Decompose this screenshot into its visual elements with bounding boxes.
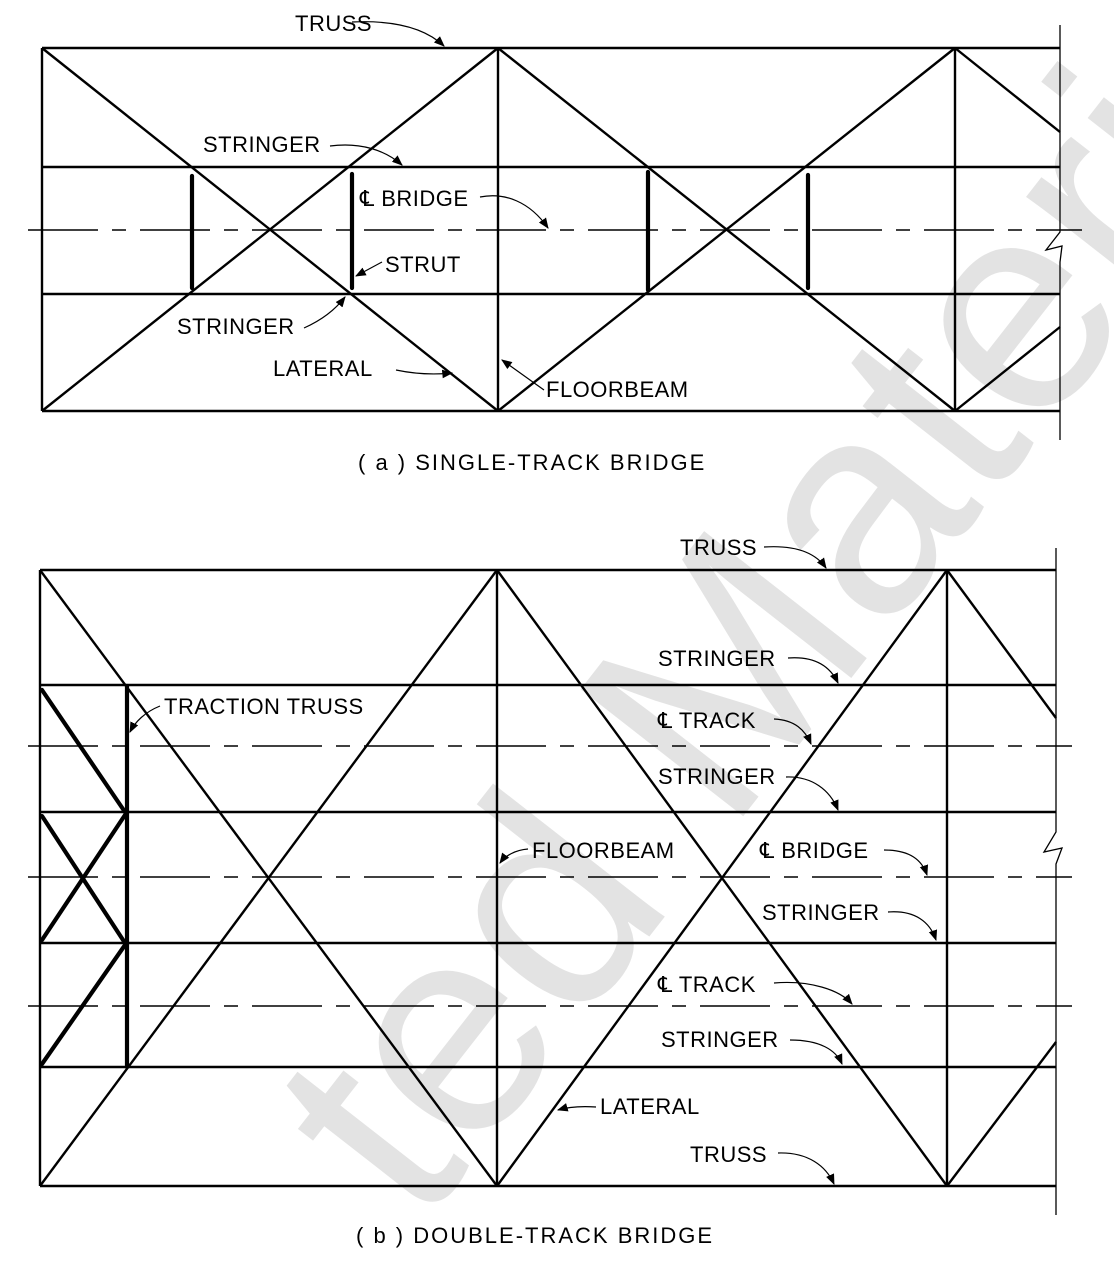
leader-arrow (773, 981, 853, 1005)
label-truss-bottom: TRUSS (690, 1142, 767, 1167)
label-traction-truss: TRACTION TRUSS (164, 694, 364, 719)
label-stringer-2: STRINGER (658, 764, 776, 789)
caption-double-track: ( b ) DOUBLE-TRACK BRIDGE (356, 1223, 714, 1248)
leader-arrow (763, 546, 827, 569)
label-stringer-bottom: STRINGER (177, 314, 295, 339)
leader-arrow (887, 911, 938, 942)
label-lateral: LATERAL (600, 1094, 700, 1119)
label-stringer-top: STRINGER (203, 132, 321, 157)
label-truss-top: TRUSS (680, 535, 757, 560)
leader-arrow (479, 195, 549, 229)
label-floorbeam: FLOORBEAM (546, 377, 689, 402)
lateral (496, 569, 948, 1187)
lateral (954, 326, 1061, 412)
watermark: ted Material (206, 0, 1114, 1261)
single-track-bridge-plan: TRUSS STRINGER ℄ BRIDGE STRUT STRINGER L… (28, 11, 1082, 475)
leader-arrow (785, 776, 839, 812)
label-cl-track-1: ℄ TRACK (657, 708, 756, 733)
break-line (1044, 25, 1063, 440)
leader-arrow (501, 359, 545, 391)
label-cl-bridge: ℄ BRIDGE (759, 838, 869, 863)
leader-arrow (355, 261, 383, 277)
caption-single-track: ( a ) SINGLE-TRACK BRIDGE (358, 450, 706, 475)
label-stringer-1: STRINGER (658, 646, 776, 671)
leader-arrow (129, 705, 161, 733)
leader-arrow (773, 718, 812, 745)
leader-arrow (883, 849, 929, 877)
leader-arrow (556, 1103, 597, 1112)
leader-arrow (303, 296, 346, 329)
lateral (946, 569, 1057, 719)
leader-arrow (351, 21, 445, 47)
leader-arrow (329, 144, 403, 166)
lateral (39, 569, 498, 1187)
leader-arrow (395, 369, 454, 379)
break-line (1042, 548, 1064, 1215)
leader-arrow (789, 1039, 843, 1065)
label-lateral: LATERAL (273, 356, 373, 381)
double-track-bridge-plan: TRUSS STRINGER TRACTION TRUSS ℄ TRACK ST… (28, 535, 1072, 1248)
label-strut: STRUT (385, 252, 461, 277)
traction-truss (39, 683, 130, 1070)
label-cl-bridge: ℄ BRIDGE (359, 186, 469, 211)
leader-arrow (499, 848, 529, 864)
lateral (954, 47, 1061, 133)
leader-arrow (787, 657, 839, 684)
label-stringer-3: STRINGER (762, 900, 880, 925)
label-floorbeam: FLOORBEAM (532, 838, 675, 863)
label-stringer-4: STRINGER (661, 1027, 779, 1052)
svg-text:ted Material: ted Material (206, 0, 1114, 1261)
leader-arrow (777, 1152, 835, 1185)
label-truss: TRUSS (295, 11, 372, 36)
label-cl-track-2: ℄ TRACK (657, 972, 756, 997)
lateral (946, 1041, 1057, 1187)
